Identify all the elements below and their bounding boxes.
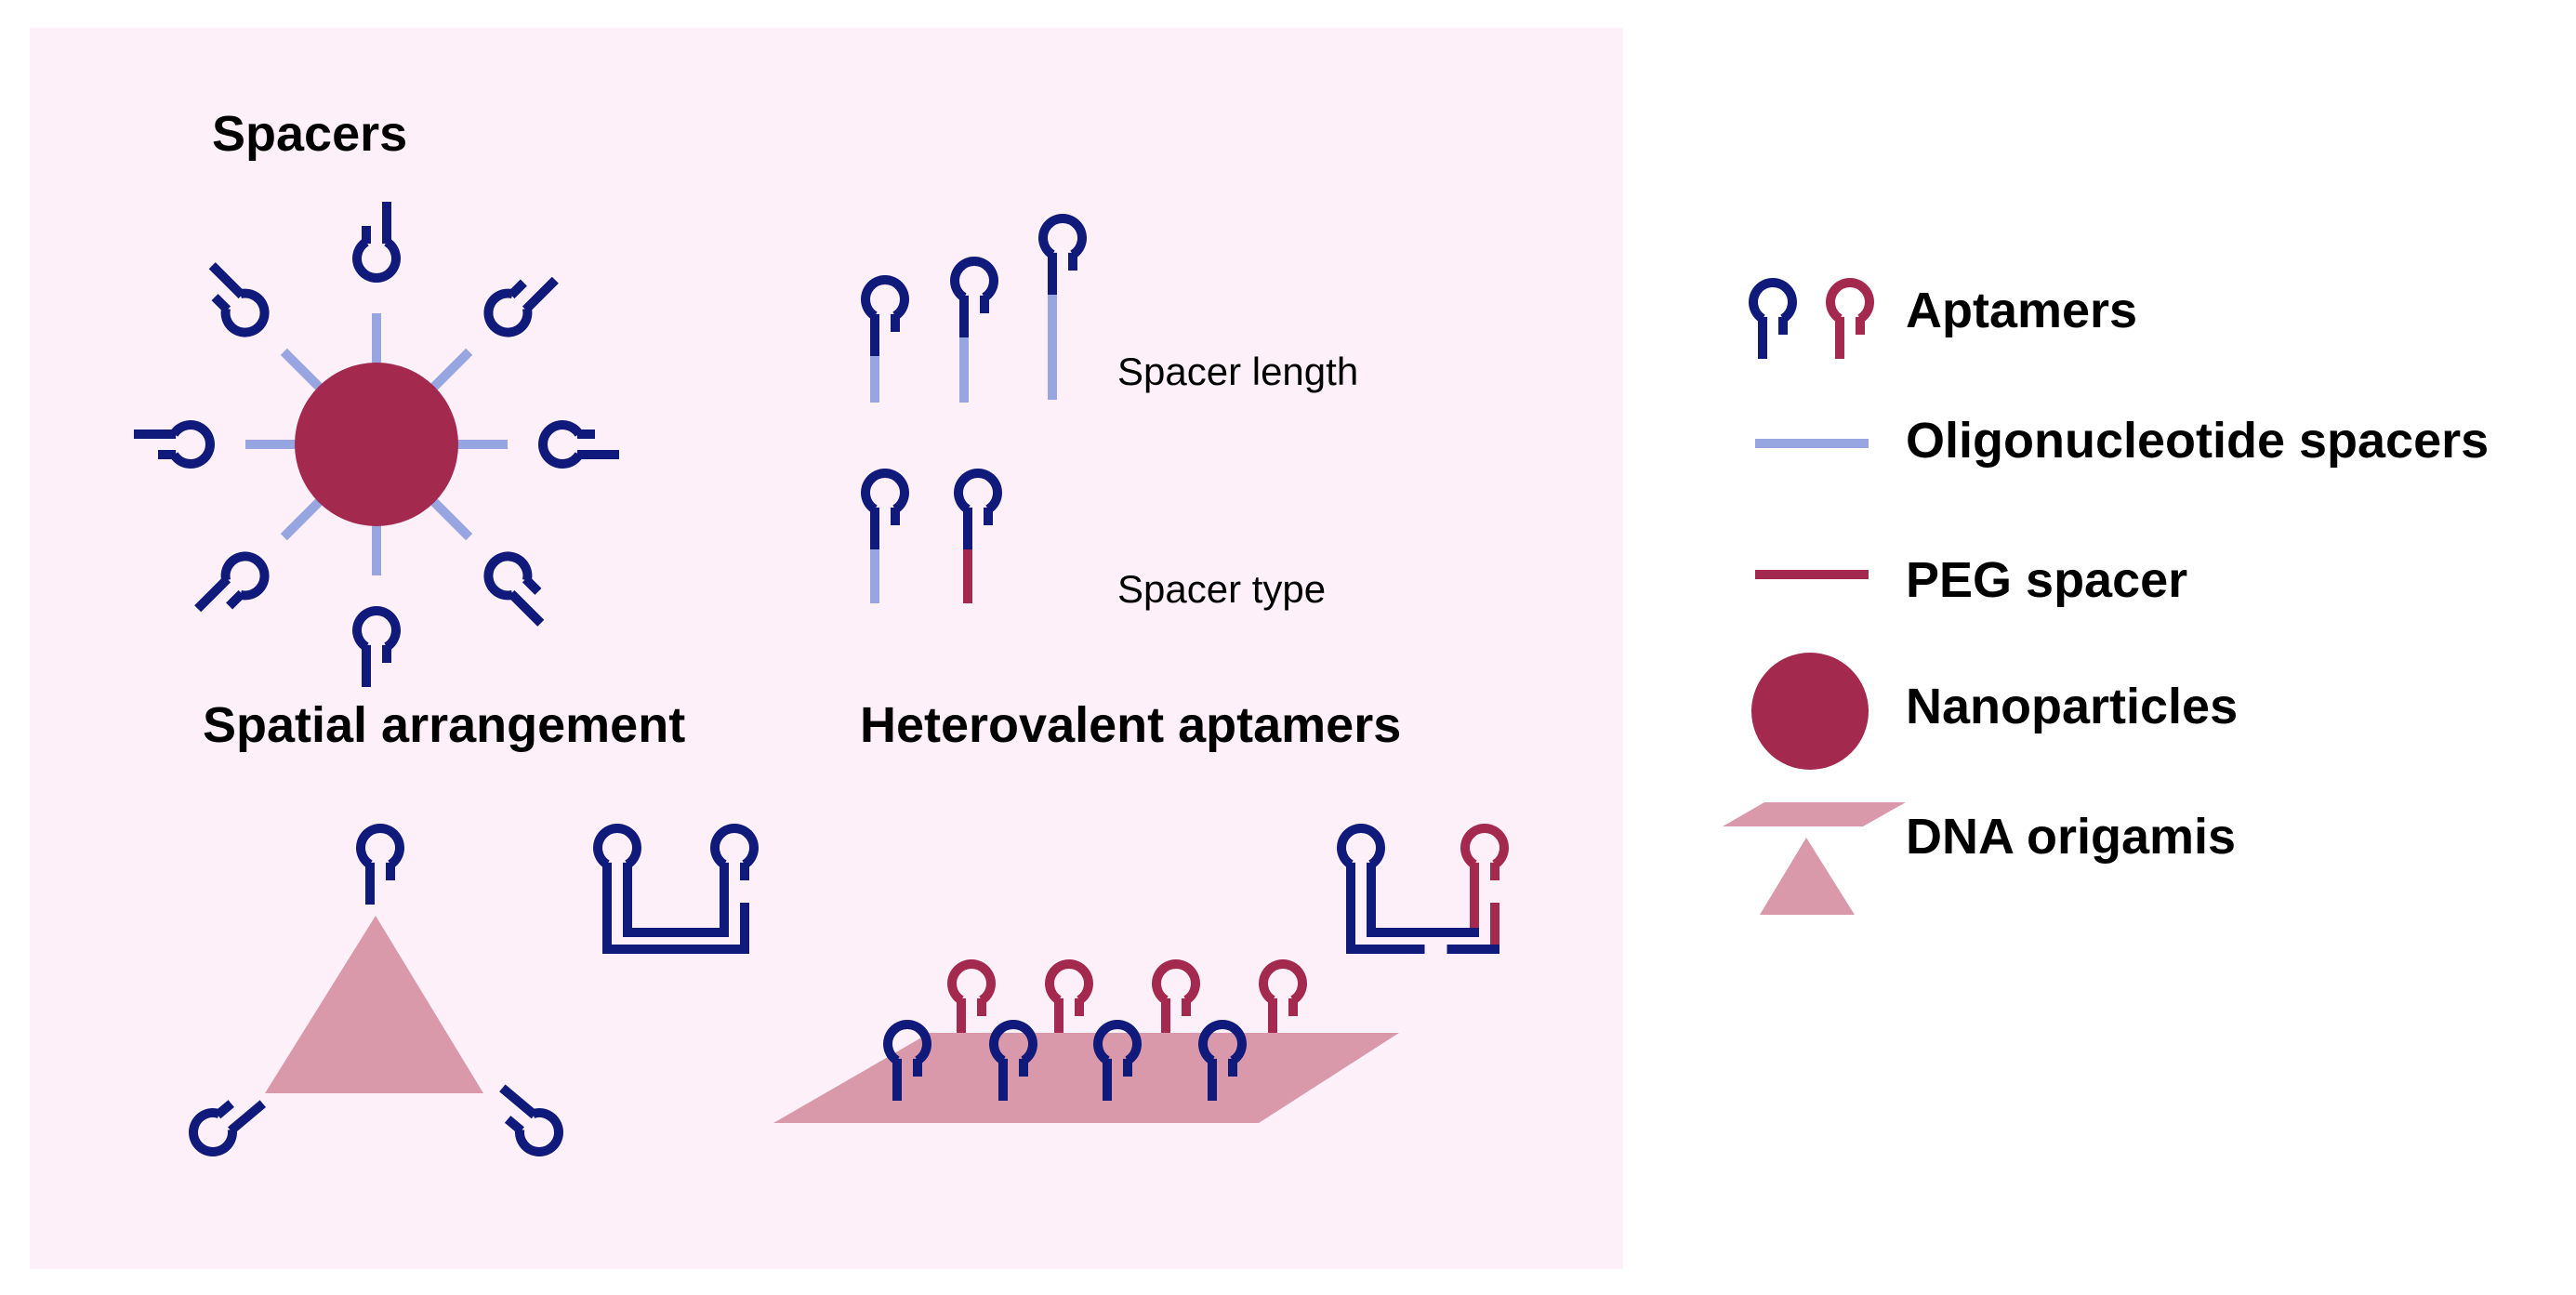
nanoparticle-aptamer-4-stem-left xyxy=(508,589,545,627)
nanoparticle-aptamer-7 xyxy=(134,420,215,469)
legend-origami-triangle-icon xyxy=(1760,838,1855,915)
legend-aptamer-blue-icon xyxy=(1749,278,1797,359)
spacer-type-aptamer-oligo-loop xyxy=(861,469,909,514)
origami-red-aptamer-2-loop xyxy=(1045,959,1093,1005)
legend-label-peg-spacer: PEG spacer xyxy=(1906,552,2187,608)
nanoparticle-aptamer-8 xyxy=(208,262,270,337)
spacer-length-aptamer-1 xyxy=(861,275,909,356)
heterovalent-linked-right-loop xyxy=(1460,824,1509,869)
origami-blue-aptamer-1-loop xyxy=(883,1020,931,1065)
nanoparticle-aptamer-2-stem-right xyxy=(508,279,527,299)
origami-blue-aptamer-4-loop xyxy=(1198,1020,1247,1065)
legend-label-nanoparticles: Nanoparticles xyxy=(1906,679,2238,734)
bivalent-linked-left xyxy=(593,824,641,905)
diagram-shapes xyxy=(134,202,1906,1156)
nanoparticle-aptamer-3-loop xyxy=(538,420,584,469)
nanoparticle-aptamer-4-stem-right xyxy=(522,575,542,595)
triangle-aptamer-left-loop xyxy=(189,1108,237,1156)
nanoparticle-aptamer-4 xyxy=(483,551,545,627)
nanoparticle-spacer-8 xyxy=(280,348,325,393)
nanoparticle-aptamer-6-stem-right xyxy=(226,589,245,610)
nanoparticle-aptamer-3 xyxy=(538,420,619,469)
legend-aptamer-blue-icon-loop xyxy=(1749,278,1797,324)
nanoparticle-aptamer-5-loop xyxy=(352,606,401,652)
origami-blue-aptamer-4 xyxy=(1198,1020,1247,1101)
title-spacers: Spacers xyxy=(212,106,407,162)
triangle-aptamer-top-loop xyxy=(356,824,404,869)
origami-blue-aptamer-1 xyxy=(883,1020,931,1101)
heterovalent-linked-left-loop xyxy=(1337,824,1385,869)
triangle-aptamer-right xyxy=(499,1084,563,1156)
spacer-type-aptamer-peg xyxy=(954,469,1002,549)
nanoparticle-aptamer-6-stem-left xyxy=(194,575,231,613)
nanoparticle-aptamer-1-loop xyxy=(352,237,401,283)
nanoparticle-aptamer-6-loop xyxy=(220,551,270,601)
nanoparticle-spacer-6 xyxy=(280,496,325,541)
origami-red-aptamer-3-loop xyxy=(1152,959,1200,1005)
nanoparticle-aptamer-8-stem-left xyxy=(208,262,245,299)
spacer-length-aptamer-3-loop xyxy=(1038,214,1087,259)
triangle-aptamer-right-stem-left xyxy=(499,1084,538,1119)
legend-label-dna-origamis: DNA origamis xyxy=(1906,809,2236,865)
nanoparticle-aptamer-8-stem-right xyxy=(211,294,231,313)
spacer-type-aptamer-oligo xyxy=(861,469,909,549)
nanoparticle-aptamer-1 xyxy=(352,202,401,283)
spacer-length-aptamer-1-loop xyxy=(861,275,909,321)
nanoparticle-aptamer-2-stem-left xyxy=(522,276,559,313)
nanoparticle-aptamer-7-loop xyxy=(169,420,215,469)
nanoparticle-aptamer-2-loop xyxy=(483,288,533,337)
legend-origami-sheet-icon xyxy=(1723,802,1906,826)
origami-red-aptamer-1-loop xyxy=(947,959,996,1005)
legend-nanoparticle-icon xyxy=(1751,653,1869,770)
triangle-aptamer-top xyxy=(356,824,404,905)
diagram-panel xyxy=(30,28,1623,1269)
origami-red-aptamer-4-loop xyxy=(1259,959,1307,1005)
origami-blue-aptamer-3 xyxy=(1093,1020,1142,1101)
nanoparticle-aptamer-5 xyxy=(352,606,401,687)
title-heterovalent-aptamers: Heterovalent aptamers xyxy=(860,697,1401,753)
nanoparticle-spacer-2 xyxy=(428,348,473,393)
spacer-length-aptamer-2-loop xyxy=(950,257,998,302)
legend-aptamer-red-icon-loop xyxy=(1826,278,1874,324)
legend-aptamer-red-icon xyxy=(1826,278,1874,359)
origami-blue-aptamer-3-loop xyxy=(1093,1020,1142,1065)
triangle-aptamer-left xyxy=(189,1100,267,1156)
heterovalent-linked-left xyxy=(1337,824,1385,905)
nanoparticle-aptamer-8-loop xyxy=(220,288,270,337)
title-spatial-arrangement: Spatial arrangement xyxy=(203,697,685,753)
spacer-length-aptamer-2 xyxy=(950,257,998,337)
origami-triangle xyxy=(265,916,483,1093)
nanoparticle-aptamer-4-loop xyxy=(483,551,533,601)
origami-blue-aptamer-2 xyxy=(989,1020,1037,1101)
nanoparticle-spacer-4 xyxy=(428,496,473,541)
nanoparticle-aptamer-6 xyxy=(194,551,270,613)
nanoparticle-core xyxy=(295,363,458,526)
triangle-aptamer-right-loop xyxy=(515,1108,563,1156)
label-spacer-type: Spacer type xyxy=(1117,567,1326,611)
bivalent-linked-right-loop xyxy=(710,824,759,869)
triangle-aptamer-left-stem-right xyxy=(214,1100,234,1119)
triangle-aptamer-right-stem-right xyxy=(504,1116,524,1135)
nanoparticle-aptamer-2 xyxy=(483,276,559,337)
label-spacer-length: Spacer length xyxy=(1117,350,1358,393)
legend-label-aptamers: Aptamers xyxy=(1906,283,2137,338)
spacer-type-aptamer-peg-loop xyxy=(954,469,1002,514)
origami-blue-aptamer-2-loop xyxy=(989,1020,1037,1065)
bivalent-linked-left-loop xyxy=(593,824,641,869)
spacer-length-aptamer-3 xyxy=(1038,214,1087,295)
triangle-aptamer-left-stem-left xyxy=(228,1100,267,1135)
legend-label-oligonucleotide-spacers: Oligonucleotide spacers xyxy=(1906,413,2489,469)
